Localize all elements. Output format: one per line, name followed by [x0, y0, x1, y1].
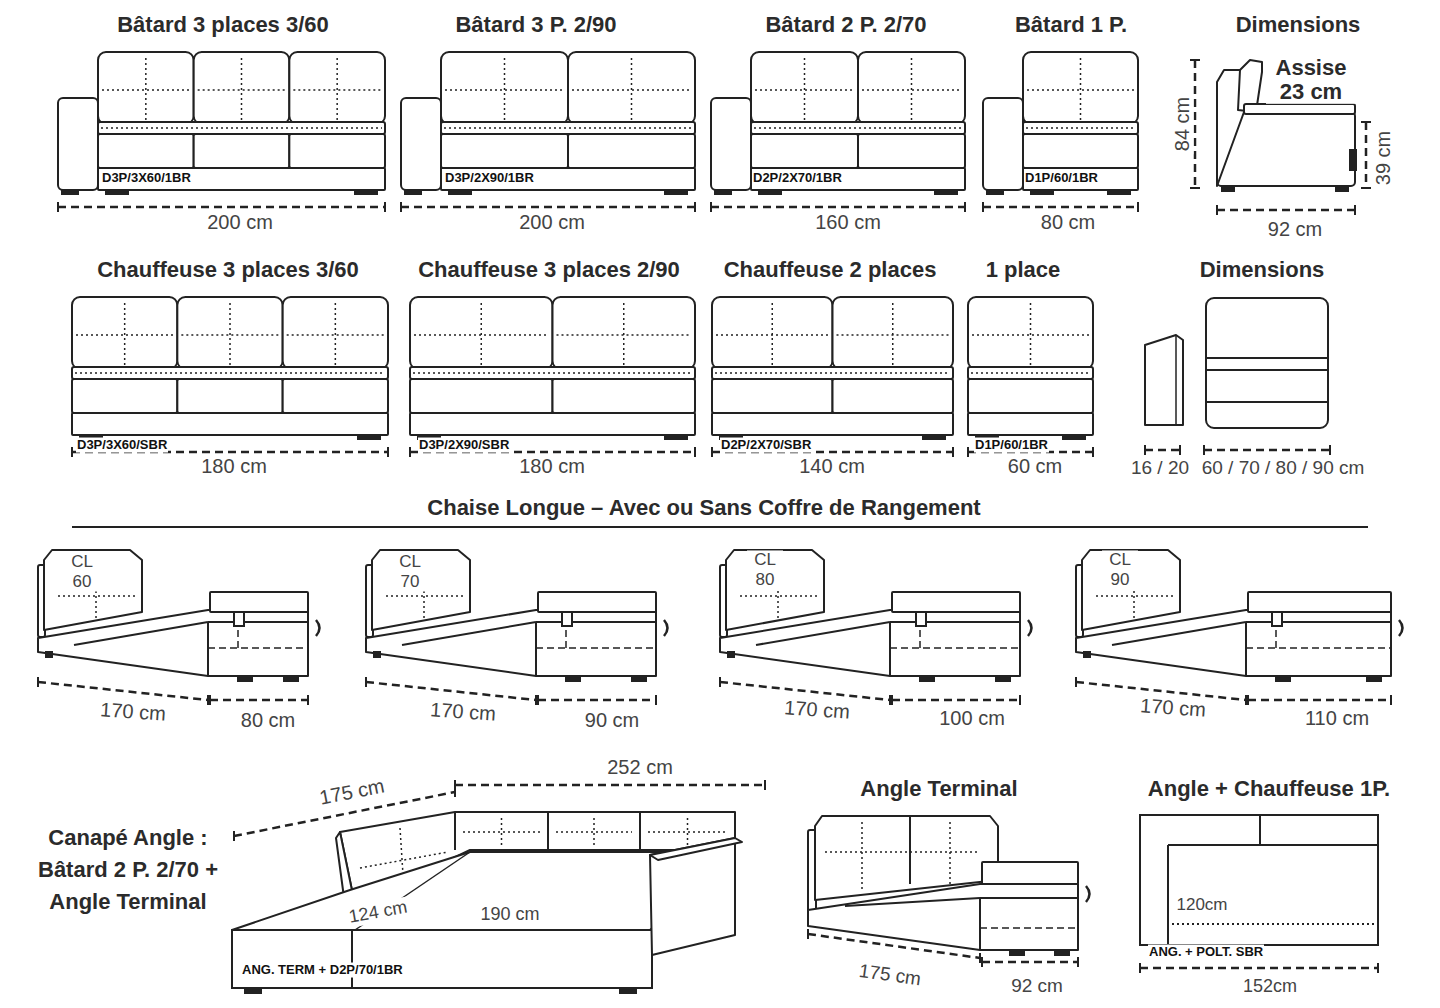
- sofa-part: [808, 816, 1090, 967]
- dimension-label: 80 cm: [1038, 211, 1098, 234]
- dimension-label: 140 cm: [796, 455, 868, 478]
- dimension-label: 60 / 70 / 80 / 90 cm: [1199, 457, 1368, 479]
- section-heading: Bâtard 3 places 3/60: [117, 12, 329, 37]
- section-heading: Bâtard 3 P. 2/90: [455, 12, 616, 37]
- model-code: ANG. + POLT. SBR: [1148, 945, 1264, 960]
- section-heading: Dimensions: [1200, 257, 1325, 282]
- dimension-label: 60 cm: [1005, 455, 1065, 478]
- section-heading: Assise 23 cm: [1266, 56, 1356, 104]
- dimension-label: 16 / 20: [1128, 457, 1192, 479]
- dimension-label: CL 70: [392, 552, 428, 591]
- model-code: D3P/2X90/SBR: [418, 438, 510, 453]
- sofa-part: [58, 52, 385, 212]
- sofa-part: [712, 297, 953, 457]
- section-heading: Chaise Longue – Avec ou Sans Coffre de R…: [427, 495, 980, 520]
- dimension-label: CL 80: [747, 550, 783, 589]
- dimension-label: 190 cm: [477, 904, 542, 925]
- section-heading: 1 place: [986, 257, 1061, 282]
- model-code: D1P/60/1BR: [1024, 171, 1099, 186]
- dimension-label: 124 cm: [344, 896, 412, 928]
- sofa-part: [410, 297, 695, 457]
- sofa-part: [232, 780, 765, 993]
- sofa-part: [968, 297, 1093, 457]
- dimension-label: 39 cm: [1372, 128, 1395, 188]
- section-heading: Angle + Chauffeuse 1P.: [1148, 776, 1390, 801]
- model-code: D1P/60/1BR: [974, 438, 1049, 453]
- dimension-label: 200 cm: [204, 211, 276, 234]
- sofa-part: [72, 297, 388, 457]
- sofa-part: [1076, 550, 1403, 705]
- dimension-label: 152cm: [1240, 976, 1300, 997]
- sofa-part: [983, 52, 1138, 212]
- section-heading: Bâtard 2 P. 2/70: [765, 12, 926, 37]
- dimension-label: 170 cm: [1136, 694, 1209, 722]
- dimension-label: 92 cm: [1008, 975, 1066, 997]
- dimension-label: 170 cm: [96, 698, 169, 726]
- section-heading: Bâtard 1 P.: [1015, 12, 1127, 37]
- sofa-part: [720, 550, 1032, 705]
- dimension-label: 100 cm: [936, 707, 1008, 730]
- model-code: D3P/3X60/1BR: [101, 171, 192, 186]
- dimension-label: 170 cm: [780, 696, 853, 724]
- model-code: D2P/2X70/SBR: [720, 438, 812, 453]
- section-heading: Chauffeuse 3 places 3/60: [97, 257, 359, 282]
- sofa-part: [711, 52, 965, 212]
- sofa-part: [1140, 815, 1378, 973]
- dimension-label: 84 cm: [1171, 94, 1194, 154]
- dimension-label: 160 cm: [812, 211, 884, 234]
- dimension-label: 90 cm: [582, 709, 642, 732]
- section-heading: Chauffeuse 3 places 2/90: [418, 257, 680, 282]
- sofa-part: [366, 550, 668, 705]
- dimension-label: 180 cm: [516, 455, 588, 478]
- model-code: D3P/3X60/SBR: [76, 438, 168, 453]
- model-code: D3P/2X90/1BR: [444, 171, 535, 186]
- dimension-label: 110 cm: [1302, 707, 1372, 730]
- dimension-label: CL 90: [1102, 550, 1138, 589]
- dimension-label: CL 60: [64, 552, 100, 591]
- dimension-label: 200 cm: [516, 211, 588, 234]
- dimension-label: 175 cm: [855, 959, 926, 990]
- dimension-label: 92 cm: [1265, 218, 1325, 241]
- dimension-label: 180 cm: [198, 455, 270, 478]
- dimension-label: 175 cm: [315, 774, 390, 810]
- dimension-label: 170 cm: [426, 698, 499, 726]
- sofa-part: [1145, 298, 1330, 455]
- dimension-label: 252 cm: [604, 756, 676, 779]
- model-code: ANG. TERM + D2P/70/1BR: [241, 963, 404, 978]
- dimension-label: 120cm: [1173, 895, 1230, 915]
- section-heading: Chauffeuse 2 places: [724, 257, 937, 282]
- sofa-part: [401, 52, 695, 212]
- section-heading: Angle Terminal: [860, 776, 1017, 801]
- dimension-label: 80 cm: [238, 709, 298, 732]
- section-heading: Canapé Angle : Bâtard 2 P. 2/70 + Angle …: [28, 822, 228, 918]
- section-heading: Dimensions: [1236, 12, 1361, 37]
- model-code: D2P/2X70/1BR: [752, 171, 843, 186]
- sofa-part: [38, 550, 320, 705]
